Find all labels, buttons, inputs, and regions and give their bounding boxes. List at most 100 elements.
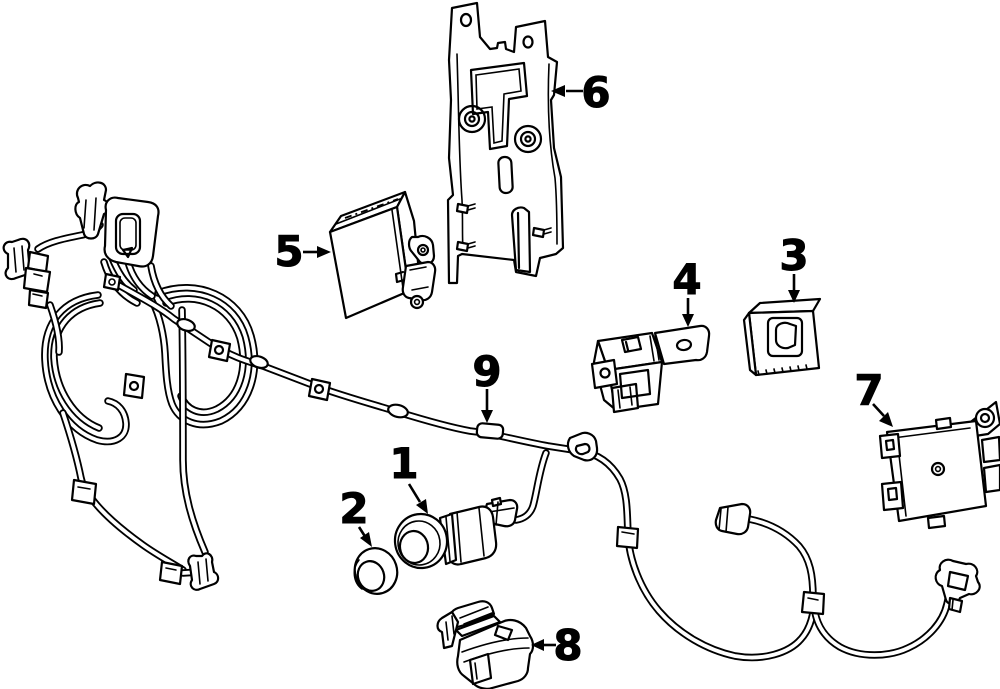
harness-tape-2	[249, 354, 269, 370]
harness-tail-connector	[187, 552, 220, 591]
harness-hanging-clip	[122, 372, 146, 400]
harness-right-end-connector	[934, 558, 981, 614]
bracket4-left-tab-hole	[599, 367, 611, 379]
control-module-part	[878, 400, 1000, 530]
harness-tape-1	[176, 317, 196, 333]
part8-window-line	[474, 662, 478, 680]
bracket-ear-hole-right	[522, 35, 534, 49]
bracket-screw-2	[455, 240, 476, 253]
callout-9-arrow	[481, 389, 493, 423]
callout-1-arrow	[407, 483, 428, 514]
harness-clip-4	[615, 525, 640, 550]
bracket-center-cutout-echo	[475, 68, 522, 145]
bracket4-front-detail	[618, 368, 652, 400]
ring2-rim-arc	[353, 559, 363, 590]
harness-stack-lines	[32, 273, 43, 297]
connector-part-8	[436, 600, 535, 689]
callout-7-arrow	[872, 403, 893, 427]
bracket-channel	[510, 206, 532, 274]
bracket-screw-1	[455, 202, 476, 215]
small-bracket-part	[590, 324, 711, 414]
bracket-ear-hole-left	[459, 12, 473, 28]
part8-window	[468, 652, 493, 686]
module7-right-tab-2	[982, 463, 1000, 494]
callout-2-arrow	[357, 526, 372, 547]
callout-6-arrow	[551, 85, 583, 97]
bracket4-creases	[649, 334, 660, 362]
bracket-grommet-2	[513, 124, 543, 154]
module7-left-tab-upper-hole	[884, 438, 896, 452]
callout-9-label: 9	[472, 347, 502, 396]
ring2-inner	[356, 560, 386, 592]
harness-clip-1	[207, 338, 232, 363]
harness-tail-clip	[158, 560, 184, 586]
module-tab-lower-lines	[409, 266, 429, 291]
callout-2-label: 2	[339, 484, 369, 533]
parking-sensor-part	[393, 496, 519, 570]
callout-arrows	[303, 85, 893, 651]
part8-left-arm	[436, 610, 460, 650]
retainer-ring-part	[353, 547, 399, 595]
sensor1-head-rim	[397, 520, 441, 566]
module7-arm-hole	[979, 412, 991, 424]
harness-window-opening	[114, 212, 142, 256]
harness-clip-2	[307, 377, 332, 402]
harness-hanging-clip-hole	[128, 380, 140, 392]
bracket-center-cutout	[469, 61, 529, 151]
sensor-module-part	[328, 190, 437, 320]
harness-pear-mark	[121, 246, 134, 259]
harness-tape-3	[387, 403, 409, 419]
harness-clip-5-line	[807, 597, 819, 601]
sensor3-knob	[774, 321, 798, 350]
module-top-dashline	[344, 198, 399, 219]
harness-clip-2-hole	[313, 383, 325, 395]
bracket4-top-detail	[620, 335, 643, 354]
small-sensor-part	[742, 297, 822, 377]
harness-tab-9	[475, 422, 505, 440]
module7-left-tab-upper	[878, 432, 902, 460]
module-top-ridge	[335, 198, 401, 225]
sensor1-head-inner	[398, 529, 430, 565]
sensor3-serration	[757, 364, 808, 376]
callout-8-arrow	[531, 639, 556, 651]
module-notch	[394, 270, 406, 284]
mounting-bracket-part	[446, 1, 565, 285]
harness-top-connector	[74, 181, 110, 240]
module7-emblem-center	[934, 465, 942, 473]
sensor3-left-face	[742, 311, 758, 377]
module-tab-lower-hole	[413, 298, 421, 306]
bracket4-tab-hole	[675, 338, 693, 352]
module7-left-tab-lower	[880, 480, 905, 512]
harness-branch-connector	[714, 502, 752, 536]
harness-lower-clip	[70, 478, 98, 506]
module7-right-tab-1	[980, 435, 1000, 464]
harness-clip-3-hole	[574, 442, 591, 456]
harness-top-connector-lines	[83, 197, 97, 231]
harness-stack-box-3	[27, 288, 50, 310]
harness-tail-connector-lines	[197, 558, 209, 585]
harness-stack-box-2	[22, 266, 52, 294]
module7-emblem	[930, 461, 946, 477]
callout-8-label: 8	[553, 621, 583, 670]
bracket-inner-right-edge	[547, 63, 558, 245]
part8-left-arm-lines	[445, 615, 455, 641]
module-tab-lower-boss	[409, 294, 425, 310]
part8-rib-lines	[459, 606, 493, 625]
callout-3-label: 3	[779, 231, 809, 280]
module-tab-lower	[401, 260, 437, 302]
module-tab-upper-pin	[420, 247, 426, 253]
harness-clip-3	[566, 431, 599, 462]
bracket4-right-tab	[653, 324, 711, 366]
module7-top-tab	[934, 416, 953, 431]
callout-4-arrow	[682, 298, 694, 327]
bracket-screw-3	[531, 226, 552, 239]
harness-left-end-lines	[13, 245, 25, 273]
module-tab-upper-hole	[416, 243, 430, 257]
bracket-slot	[497, 155, 514, 195]
harness-clip-4-line	[621, 531, 635, 535]
harness-branch-connector-lines	[718, 506, 729, 533]
module-front-crease	[391, 209, 404, 289]
harness-lower-clip-line	[77, 486, 91, 490]
